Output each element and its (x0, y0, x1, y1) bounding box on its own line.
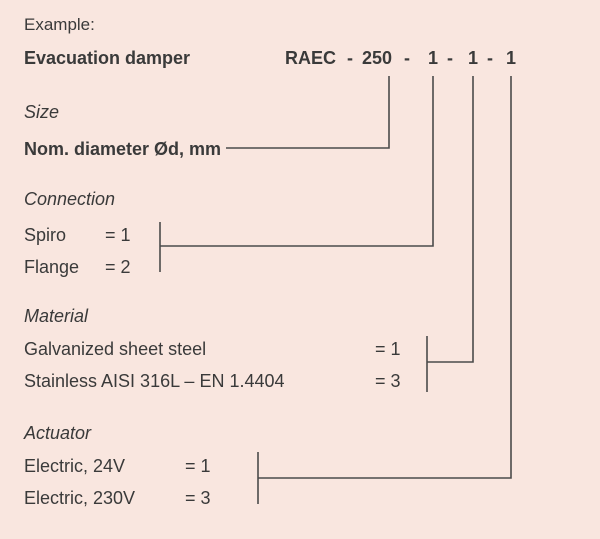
size-row-label: Nom. diameter Ød, mm (24, 139, 222, 159)
order-code: RAEC - 250 - 1 - 1 - 1 (0, 47, 600, 69)
material-section-title: Material (24, 306, 89, 326)
connection-section-title: Connection (24, 189, 116, 209)
code-separator: - (404, 48, 410, 68)
connection-connector-line (160, 76, 434, 247)
actuator-option-230v-value: = 3 (185, 488, 211, 508)
actuator-option-230v: Electric, 230V (24, 488, 136, 508)
actuator-option-24v-value: = 1 (185, 456, 211, 476)
material-option-stainless-value: = 3 (375, 371, 401, 391)
code-separator: - (487, 48, 493, 68)
product-label: Evacuation damper (24, 48, 191, 68)
material-option-galvanized-value: = 1 (375, 339, 401, 359)
code-connection: 1 (428, 48, 439, 68)
actuator-option-24v: Electric, 24V (24, 456, 126, 476)
code-actuator: 1 (506, 48, 517, 68)
code-prefix: RAEC (285, 48, 337, 68)
connection-option-spiro-value: = 1 (105, 225, 131, 245)
material-option-stainless: Stainless AISI 316L – EN 1.4404 (24, 371, 285, 391)
actuator-connector-line (258, 76, 512, 479)
size-connector-line (226, 76, 390, 149)
connection-option-flange-value: = 2 (105, 257, 131, 277)
connection-option-flange: Flange (24, 257, 80, 277)
material-option-galvanized: Galvanized sheet steel (24, 339, 207, 359)
size-section-title: Size (24, 102, 60, 122)
material-connector-line (427, 76, 474, 363)
code-material: 1 (468, 48, 479, 68)
actuator-section-title: Actuator (24, 423, 92, 443)
code-size: 250 (362, 48, 393, 68)
code-separator: - (347, 48, 353, 68)
example-label: Example: (24, 15, 95, 34)
connection-option-spiro: Spiro (24, 225, 67, 245)
code-separator: - (447, 48, 453, 68)
